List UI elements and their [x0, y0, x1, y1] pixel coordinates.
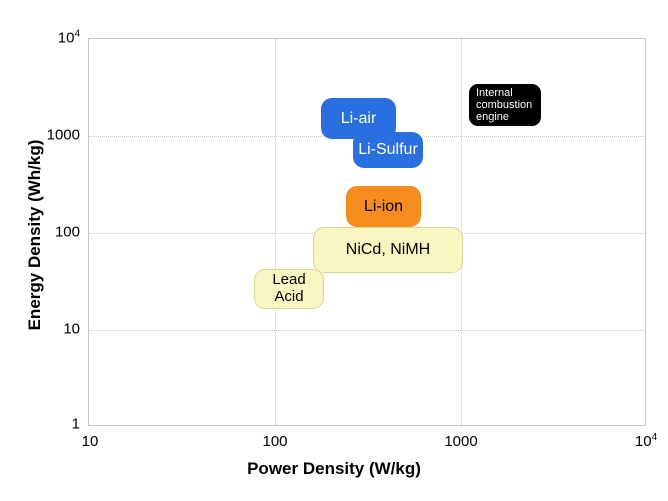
- region-box-nicd-nimh: NiCd, NiMH: [313, 227, 463, 273]
- x-tick-1000: 1000: [444, 433, 478, 450]
- x-tick-10000-mantissa: 10: [634, 433, 652, 450]
- y-tick-1000: 1000: [46, 126, 80, 144]
- x-tick-10: 10: [81, 433, 99, 450]
- region-label-lead-acid: Lead Acid: [272, 271, 306, 305]
- x-tick-10000-exponent: 4: [651, 432, 658, 443]
- gridline-y-10: [89, 330, 645, 331]
- region-label-li-sulfur: Li-Sulfur: [358, 141, 418, 159]
- region-box-li-sulfur: Li-Sulfur: [353, 132, 423, 168]
- region-box-internal-combustion-engine: Internal combustion engine: [469, 84, 541, 126]
- plot-area: Li-air Li-Sulfur Li-ion NiCd, NiMH Lead …: [88, 38, 646, 426]
- region-box-li-ion: Li-ion: [346, 186, 421, 227]
- x-tick-100: 100: [262, 433, 288, 450]
- x-axis-title: Power Density (W/kg): [247, 459, 421, 478]
- region-label-nicd-nimh: NiCd, NiMH: [345, 241, 431, 259]
- region-label-li-ion: Li-ion: [363, 197, 404, 215]
- region-box-lead-acid: Lead Acid: [254, 269, 324, 309]
- gridline-x-100: [275, 39, 276, 425]
- region-label-internal-combustion-engine: Internal combustion engine: [476, 86, 533, 124]
- y-tick-10: 10: [63, 320, 80, 338]
- x-tick-10000: 104: [634, 432, 658, 451]
- y-tick-1: 1: [71, 415, 80, 433]
- y-tick-100: 100: [54, 223, 80, 241]
- y-axis-title: Energy Density (Wh/kg): [25, 139, 44, 331]
- y-tick-10000: 104: [18, 28, 80, 47]
- y-tick-10000-mantissa: 10: [57, 29, 75, 47]
- y-tick-10000-exponent: 4: [74, 28, 80, 40]
- region-label-li-air: Li-air: [340, 109, 377, 127]
